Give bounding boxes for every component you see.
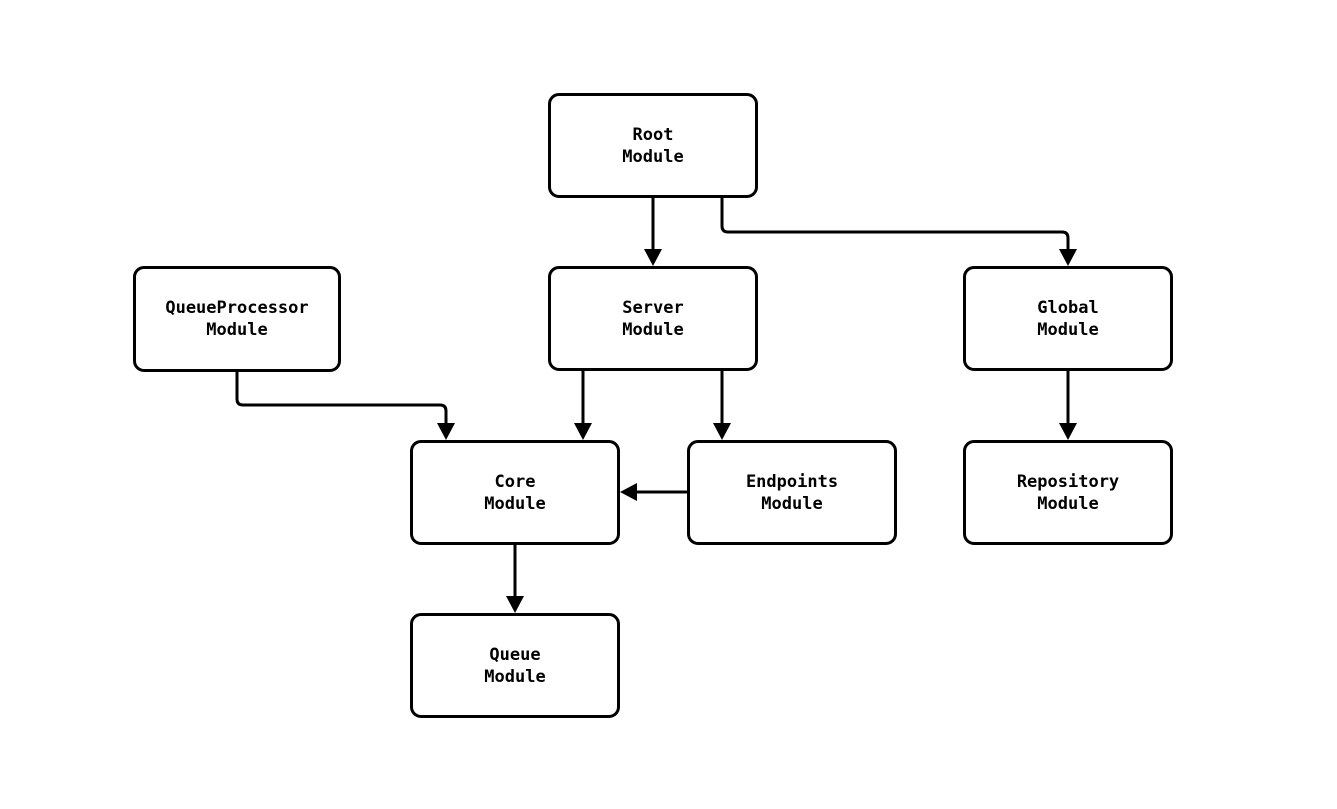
edge-root-to-global [720,198,1077,266]
arrowhead-server-to-endpoints [713,423,731,440]
edge-queueprocessor-to-core [235,372,455,440]
node-global-module-label: Global Module [1037,297,1099,340]
node-queueprocessor-module[interactable]: QueueProcessor Module [133,266,341,372]
arrowhead-root-to-global [1059,249,1077,266]
arrowhead-server-to-core [574,423,592,440]
edge-server-to-endpoints [713,371,731,440]
node-repository-module[interactable]: Repository Module [963,440,1173,545]
node-queue-module[interactable]: Queue Module [410,613,620,718]
edge-core-to-queue [506,545,524,613]
edge-root-to-server [644,198,662,266]
node-endpoints-module-label: Endpoints Module [745,471,839,514]
arrowhead-core-to-queue [506,596,524,613]
node-repository-module-label: Repository Module [1016,471,1120,514]
node-root-module[interactable]: Root Module [548,93,758,198]
node-server-module[interactable]: Server Module [548,266,758,371]
node-core-module[interactable]: Core Module [410,440,620,545]
node-queueprocessor-module-label: QueueProcessor Module [165,298,309,340]
edge-global-to-repository [1059,371,1077,440]
arrowhead-global-to-repository [1059,423,1077,440]
node-queue-module-label: Queue Module [484,644,546,687]
node-root-module-label: Root Module [622,124,684,167]
arrowhead-endpoints-to-core [620,483,637,501]
edge-endpoints-to-core [620,483,687,501]
edge-server-to-core [574,371,592,440]
node-core-module-label: Core Module [484,471,546,514]
arrowhead-queueprocessor-to-core [437,423,455,440]
node-endpoints-module[interactable]: Endpoints Module [687,440,897,545]
node-global-module[interactable]: Global Module [963,266,1173,371]
arrowhead-root-to-server [644,249,662,266]
node-server-module-label: Server Module [622,297,684,340]
